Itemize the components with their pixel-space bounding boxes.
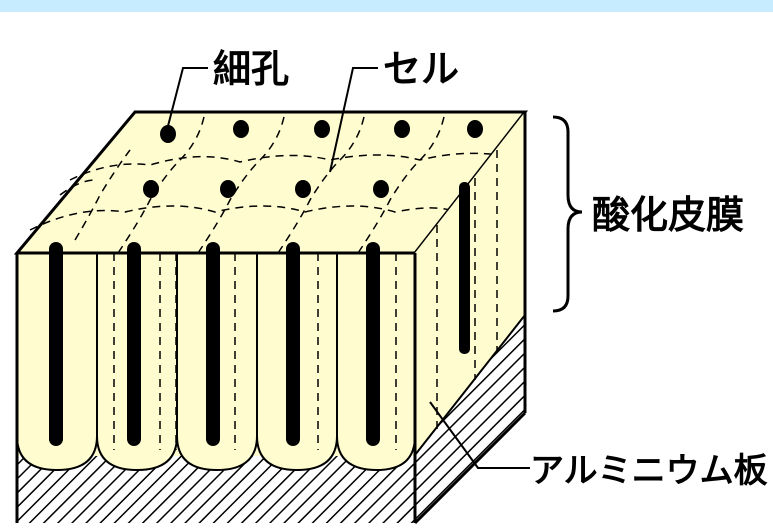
pores-top [143,120,483,198]
pore-channel [206,242,220,446]
leader-lines [167,67,530,469]
pore [314,120,330,138]
pore-channel [286,242,300,446]
cell-dashes-front [113,253,397,450]
pore [160,125,176,143]
interface-right [414,314,526,456]
brace-icon [552,115,583,313]
pore [394,120,410,138]
pore [295,180,311,198]
label-oxide-film: 酸化皮膜 [592,193,744,237]
pore-channel-right [459,182,470,354]
label-cell: セル [383,47,459,91]
pore [220,180,236,198]
pore [373,180,389,198]
label-pore: 細孔 [213,47,289,91]
pore-channels-front [49,242,380,446]
label-aluminum-plate: アルミニウム板 [530,451,768,491]
pore [143,180,159,198]
cell-boundaries-top [29,111,501,254]
pore [467,120,483,138]
cell-boundaries-right [436,150,498,430]
block-outline [15,112,527,525]
top-band [0,0,773,12]
pore-channel [49,242,63,446]
pore [233,120,249,138]
pore-channel [127,242,141,446]
right-face-aluminum [415,315,525,523]
pore-channel [366,242,380,446]
cell-walls-front [96,253,338,436]
